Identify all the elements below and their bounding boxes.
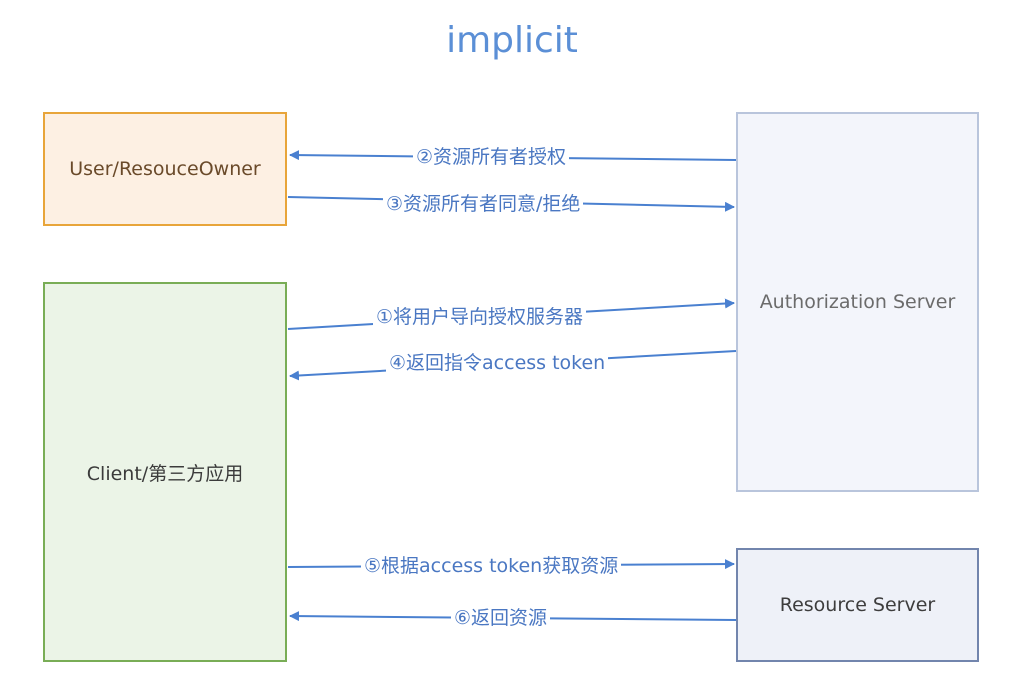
edge-label-step-1: ①将用户导向授权服务器 — [373, 305, 587, 329]
authorization-server-node: Authorization Server — [736, 112, 979, 492]
edge-label-step-3: ③资源所有者同意/拒绝 — [383, 192, 584, 216]
edge-label-step-2: ②资源所有者授权 — [413, 145, 570, 169]
user-resource-owner-node: User/ResouceOwner — [43, 112, 287, 226]
edge-label-step-5: ⑤根据access token获取资源 — [361, 554, 622, 578]
edge-label-step-4: ④返回指令access token — [386, 351, 609, 375]
client-node: Client/第三方应用 — [43, 282, 287, 662]
edge-label-step-6: ⑥返回资源 — [451, 606, 551, 630]
diagram-title: implicit — [446, 20, 578, 61]
resource-server-node: Resource Server — [736, 548, 979, 662]
